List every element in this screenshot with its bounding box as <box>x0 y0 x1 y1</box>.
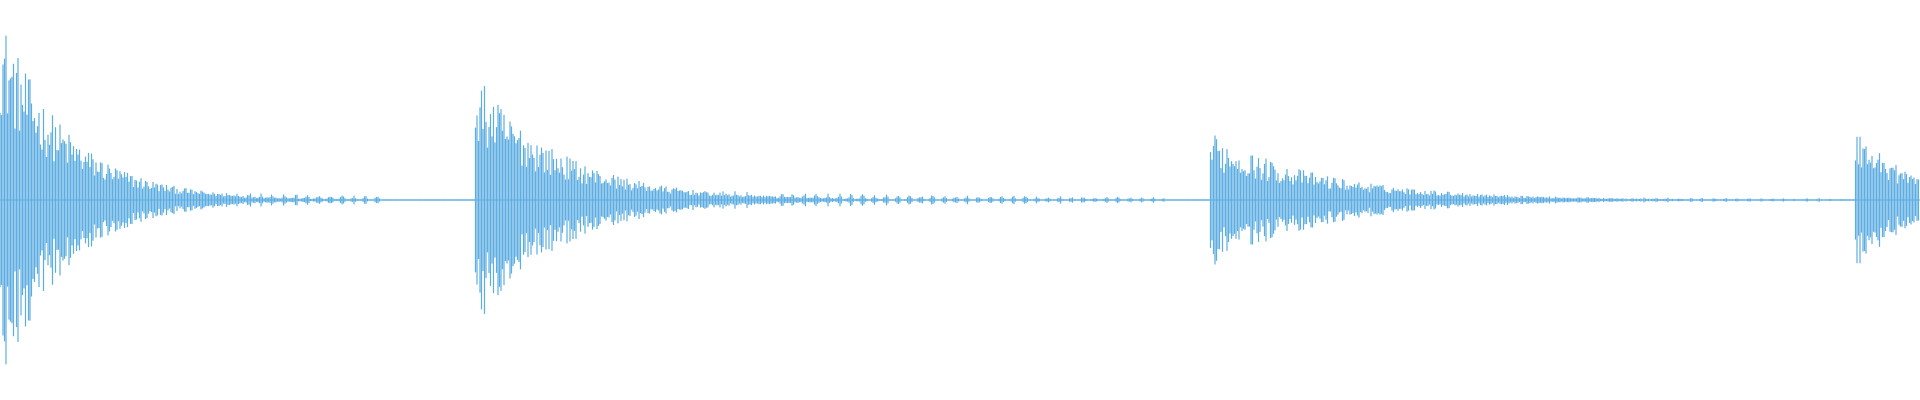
waveform-amplitude-bars <box>0 35 1920 365</box>
